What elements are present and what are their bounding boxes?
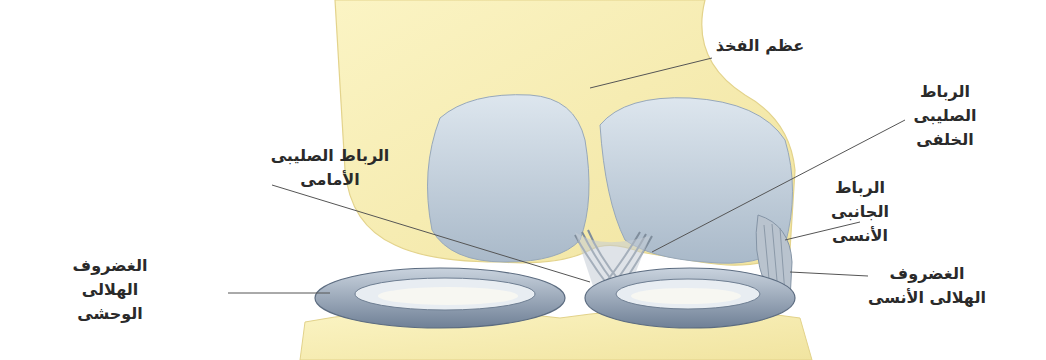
medial-meniscus <box>585 268 795 328</box>
medial-meniscus-surface <box>631 288 741 304</box>
part-label: عظم الفخذ <box>700 34 820 58</box>
lateral-condyle-cartilage <box>428 95 590 262</box>
leader-lines <box>228 58 905 293</box>
part-label: الغضروف الهلالى الوحشى <box>60 254 160 326</box>
medial-meniscus-center <box>616 279 760 309</box>
part-label: الغضروف الهلالى الأنسى <box>862 262 992 310</box>
part-label: الرباط الصليبى الأمامى <box>250 144 410 192</box>
lateral-meniscus-center <box>355 278 535 310</box>
part-label: الرباط الجانبى الأنسى <box>815 176 905 248</box>
lateral-meniscus-surface <box>378 287 518 305</box>
part-label: الرباط الصليبى الخلفى <box>900 80 990 152</box>
lateral-meniscus <box>315 268 565 328</box>
